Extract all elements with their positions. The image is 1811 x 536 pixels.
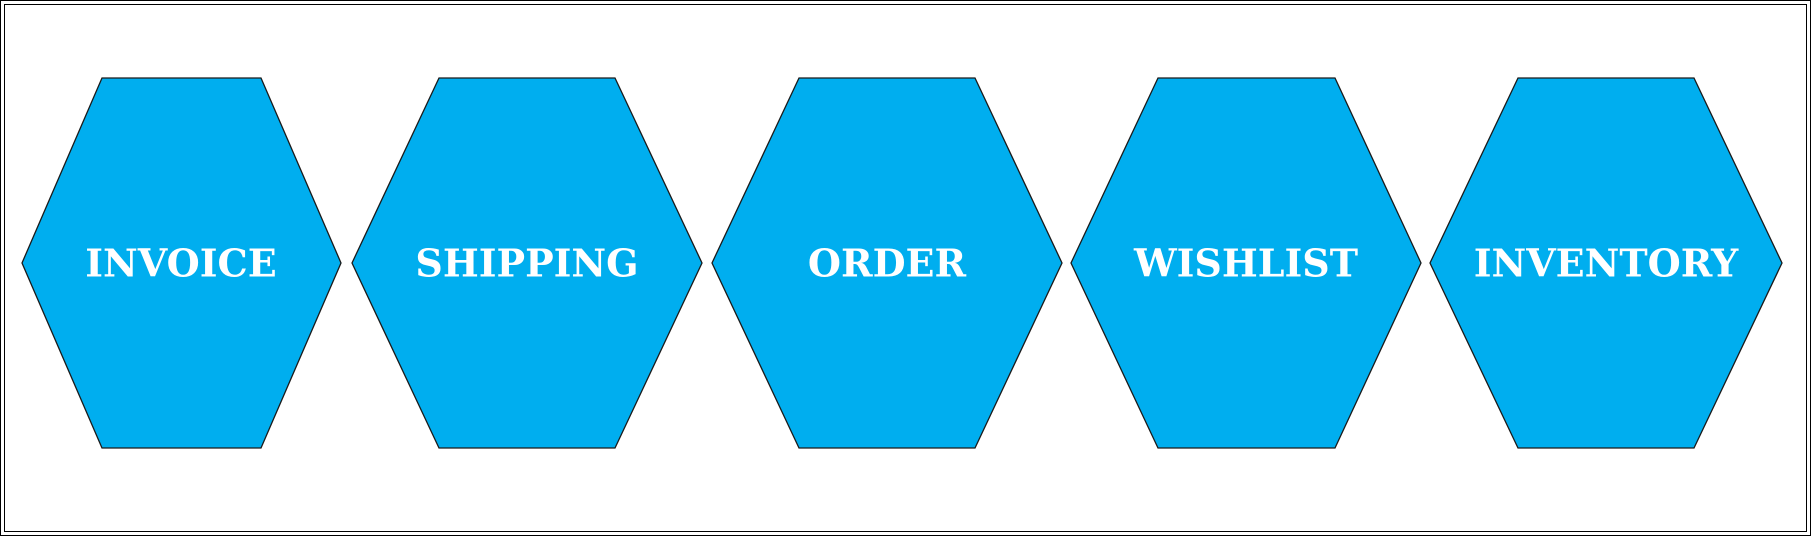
hexagon-label-inventory: INVENTORY [1474,241,1739,286]
hexagon-label-invoice: INVOICE [85,241,276,286]
hexagon-order: ORDER [711,77,1063,449]
hexagon-shape [1429,77,1783,449]
hexagon-shape [21,77,342,449]
hexagon-label-shipping: SHIPPING [415,241,638,286]
hexagon-label-wishlist: WISHLIST [1133,241,1358,286]
hexagon-wishlist: WISHLIST [1070,77,1422,449]
hexagon-inventory: INVENTORY [1429,77,1783,449]
hexagon-invoice: INVOICE [21,77,342,449]
inner-border [4,4,1807,532]
hexagon-shipping: SHIPPING [351,77,703,449]
hexagon-shape [1070,77,1422,449]
hexagon-shape [351,77,703,449]
hexagon-shape [711,77,1063,449]
hexagon-label-order: ORDER [808,241,967,286]
